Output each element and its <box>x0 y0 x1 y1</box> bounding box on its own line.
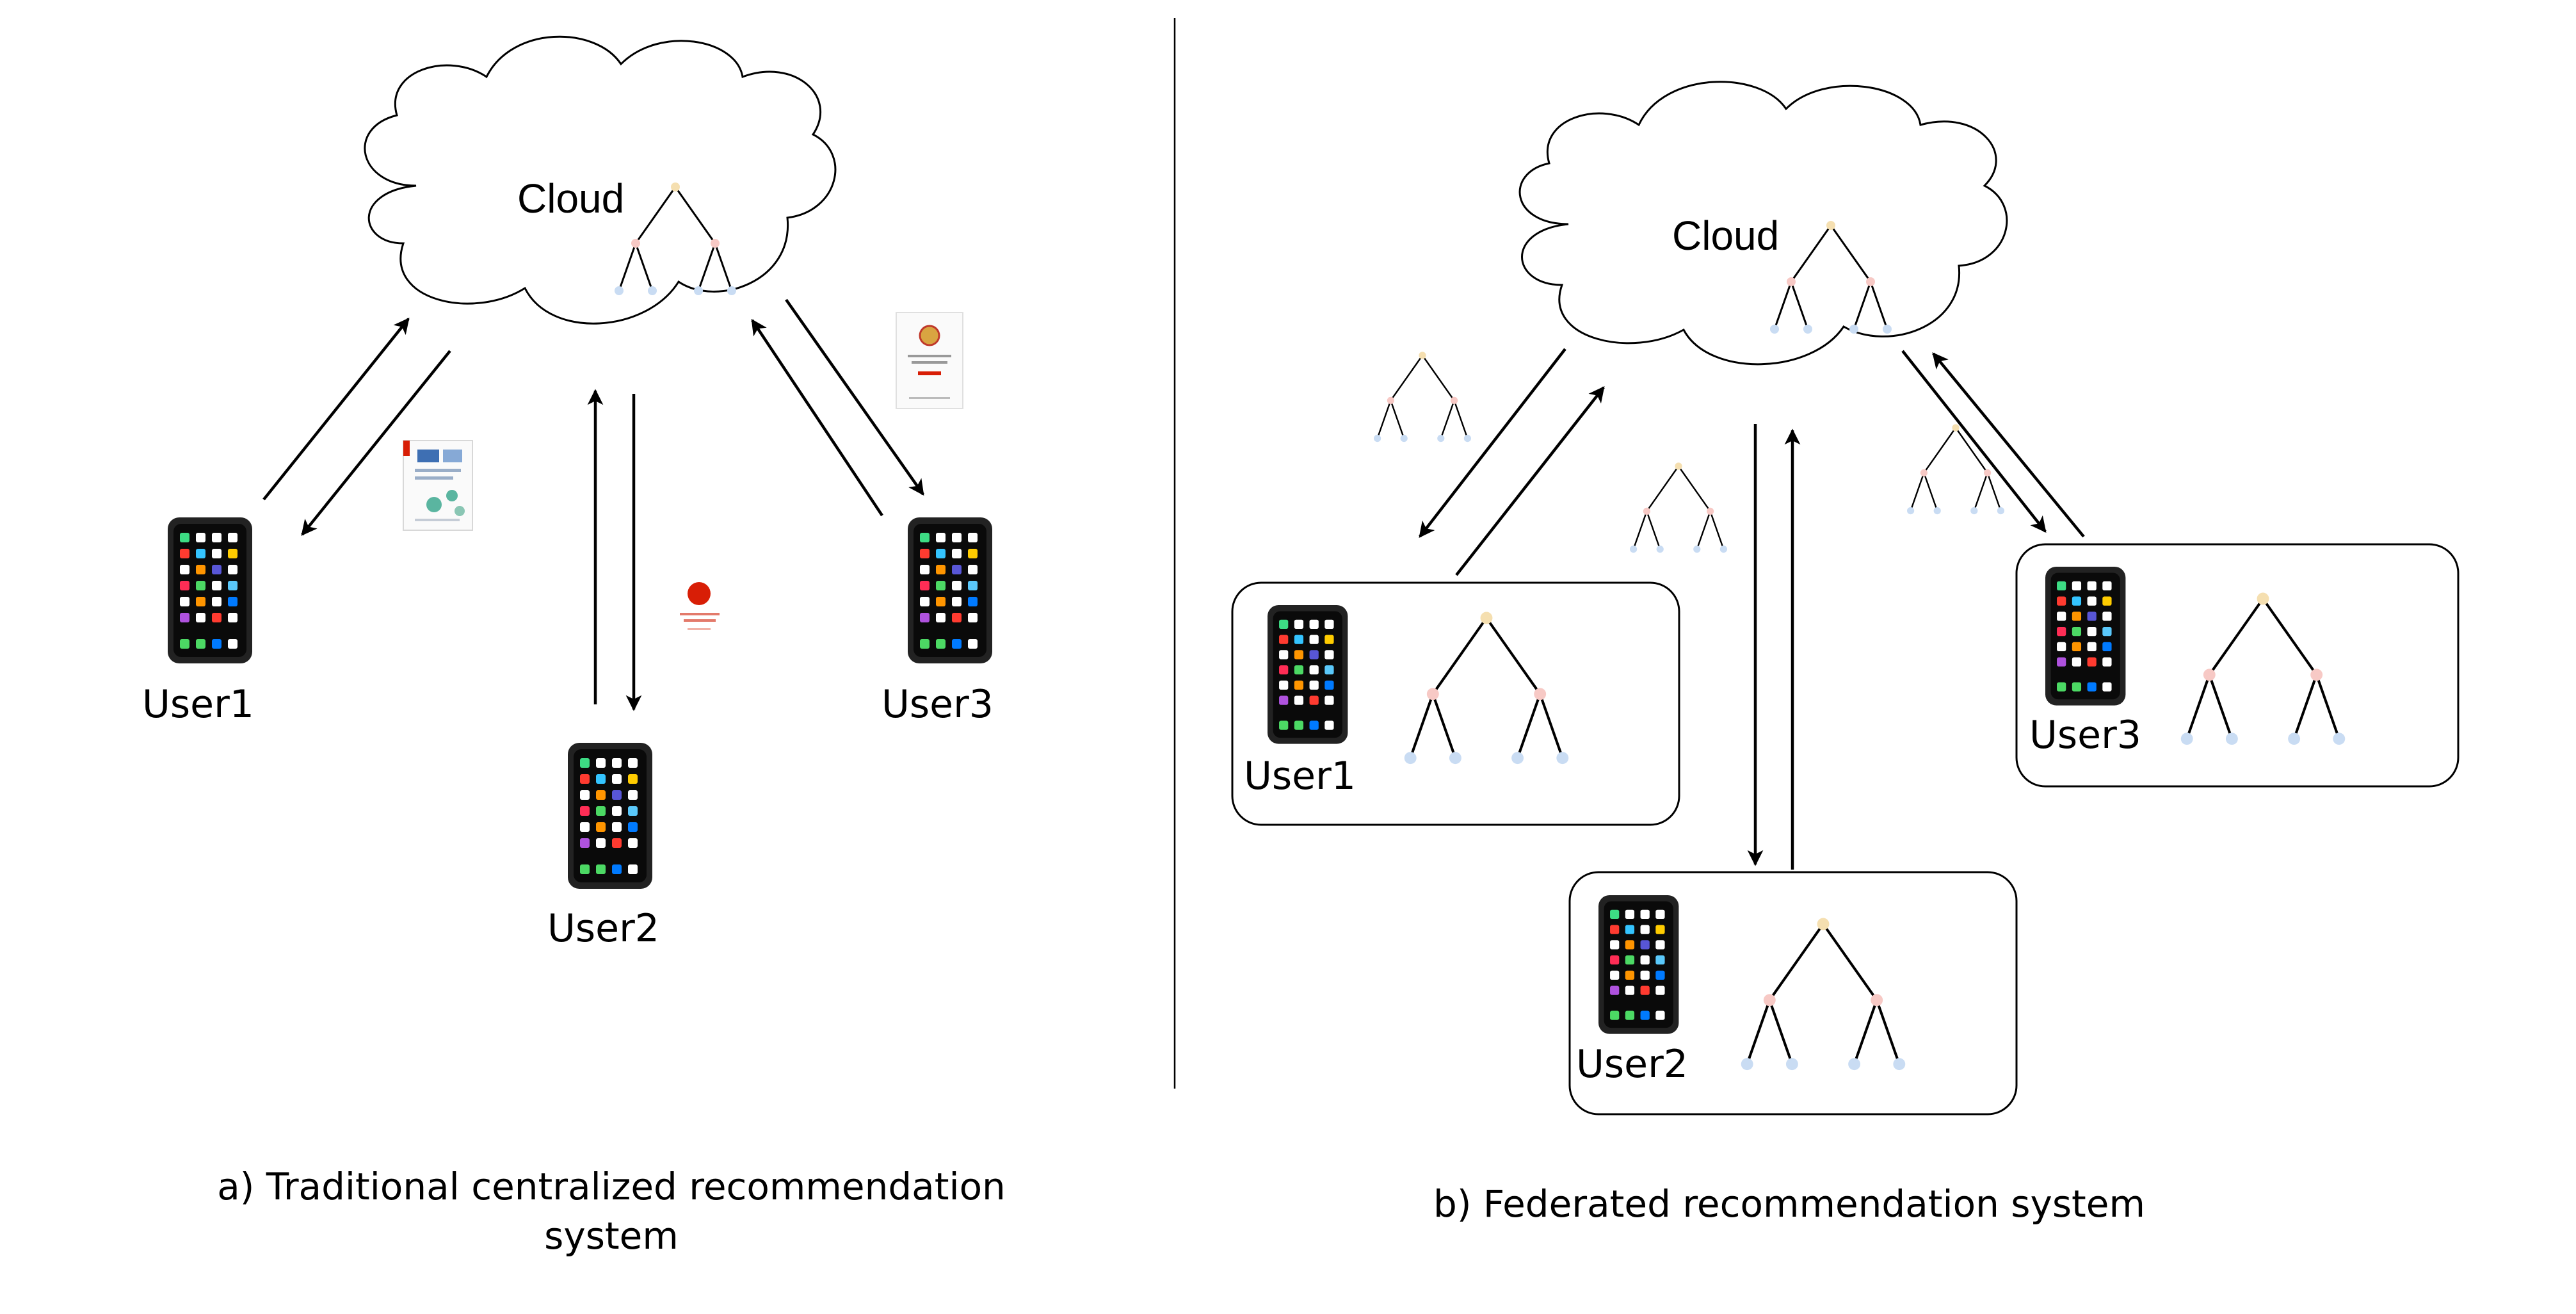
caption-b: b) Federated recommendation system <box>1433 1182 2145 1226</box>
cloud-label: Cloud <box>517 175 624 222</box>
document-icon-2 <box>680 582 720 630</box>
arrow-user3-to-cloud <box>1932 352 2085 538</box>
tree-model-icon <box>615 182 736 295</box>
arrows-b <box>1419 348 2085 870</box>
user2-label: User2 <box>1576 1042 1688 1087</box>
user2-box <box>1568 871 2018 1115</box>
arrows-a <box>262 298 924 711</box>
user3-label: User3 <box>2029 713 2141 758</box>
user2-phone-icon <box>568 743 652 889</box>
tree-model-icon <box>1741 918 1906 1071</box>
user2-label: User2 <box>547 906 659 951</box>
arrow-cloud-to-user1 <box>301 350 451 536</box>
document-icon-3 <box>896 312 963 409</box>
user3-label: User3 <box>881 682 994 727</box>
user1-phone-icon <box>168 517 252 663</box>
user2-phone-icon <box>1598 895 1679 1034</box>
tree-model-icon <box>1404 612 1569 765</box>
document-icon-1 <box>403 440 473 531</box>
arrow-cloud-to-user1 <box>1419 348 1566 538</box>
tree-model-icon <box>1770 221 1892 334</box>
cloud-a: Cloud <box>364 35 837 325</box>
tree-model-icon <box>1630 462 1727 553</box>
panel-b: Cloud User1 User3 User2 b) Federa <box>1231 81 2459 1226</box>
caption-a-line2: system <box>544 1214 679 1258</box>
arrow-user1-to-cloud <box>1455 386 1605 576</box>
cloud-b: Cloud <box>1518 81 2008 366</box>
cloud-icon <box>1518 81 2008 366</box>
arrow-cloud-to-user3 <box>785 298 924 496</box>
panel-a: Cloud <box>142 35 1006 1258</box>
user3-phone-icon <box>2045 567 2126 706</box>
user1-label: User1 <box>142 682 254 727</box>
tree-model-icon <box>1907 424 2004 515</box>
arrow-cloud-to-user3 <box>1901 350 2047 533</box>
user3-phone-icon <box>908 517 992 663</box>
cloud-label: Cloud <box>1672 213 1779 259</box>
arrow-user1-to-cloud <box>262 318 410 501</box>
user1-phone-icon <box>1268 605 1348 744</box>
tree-model-icon <box>2180 592 2346 745</box>
arrow-user3-to-cloud <box>751 318 883 517</box>
tree-model-icon <box>1374 352 1471 442</box>
user3-box <box>2015 543 2459 788</box>
user1-label: User1 <box>1244 754 1356 799</box>
caption-a-line1: a) Traditional centralized recommendatio… <box>217 1165 1006 1208</box>
